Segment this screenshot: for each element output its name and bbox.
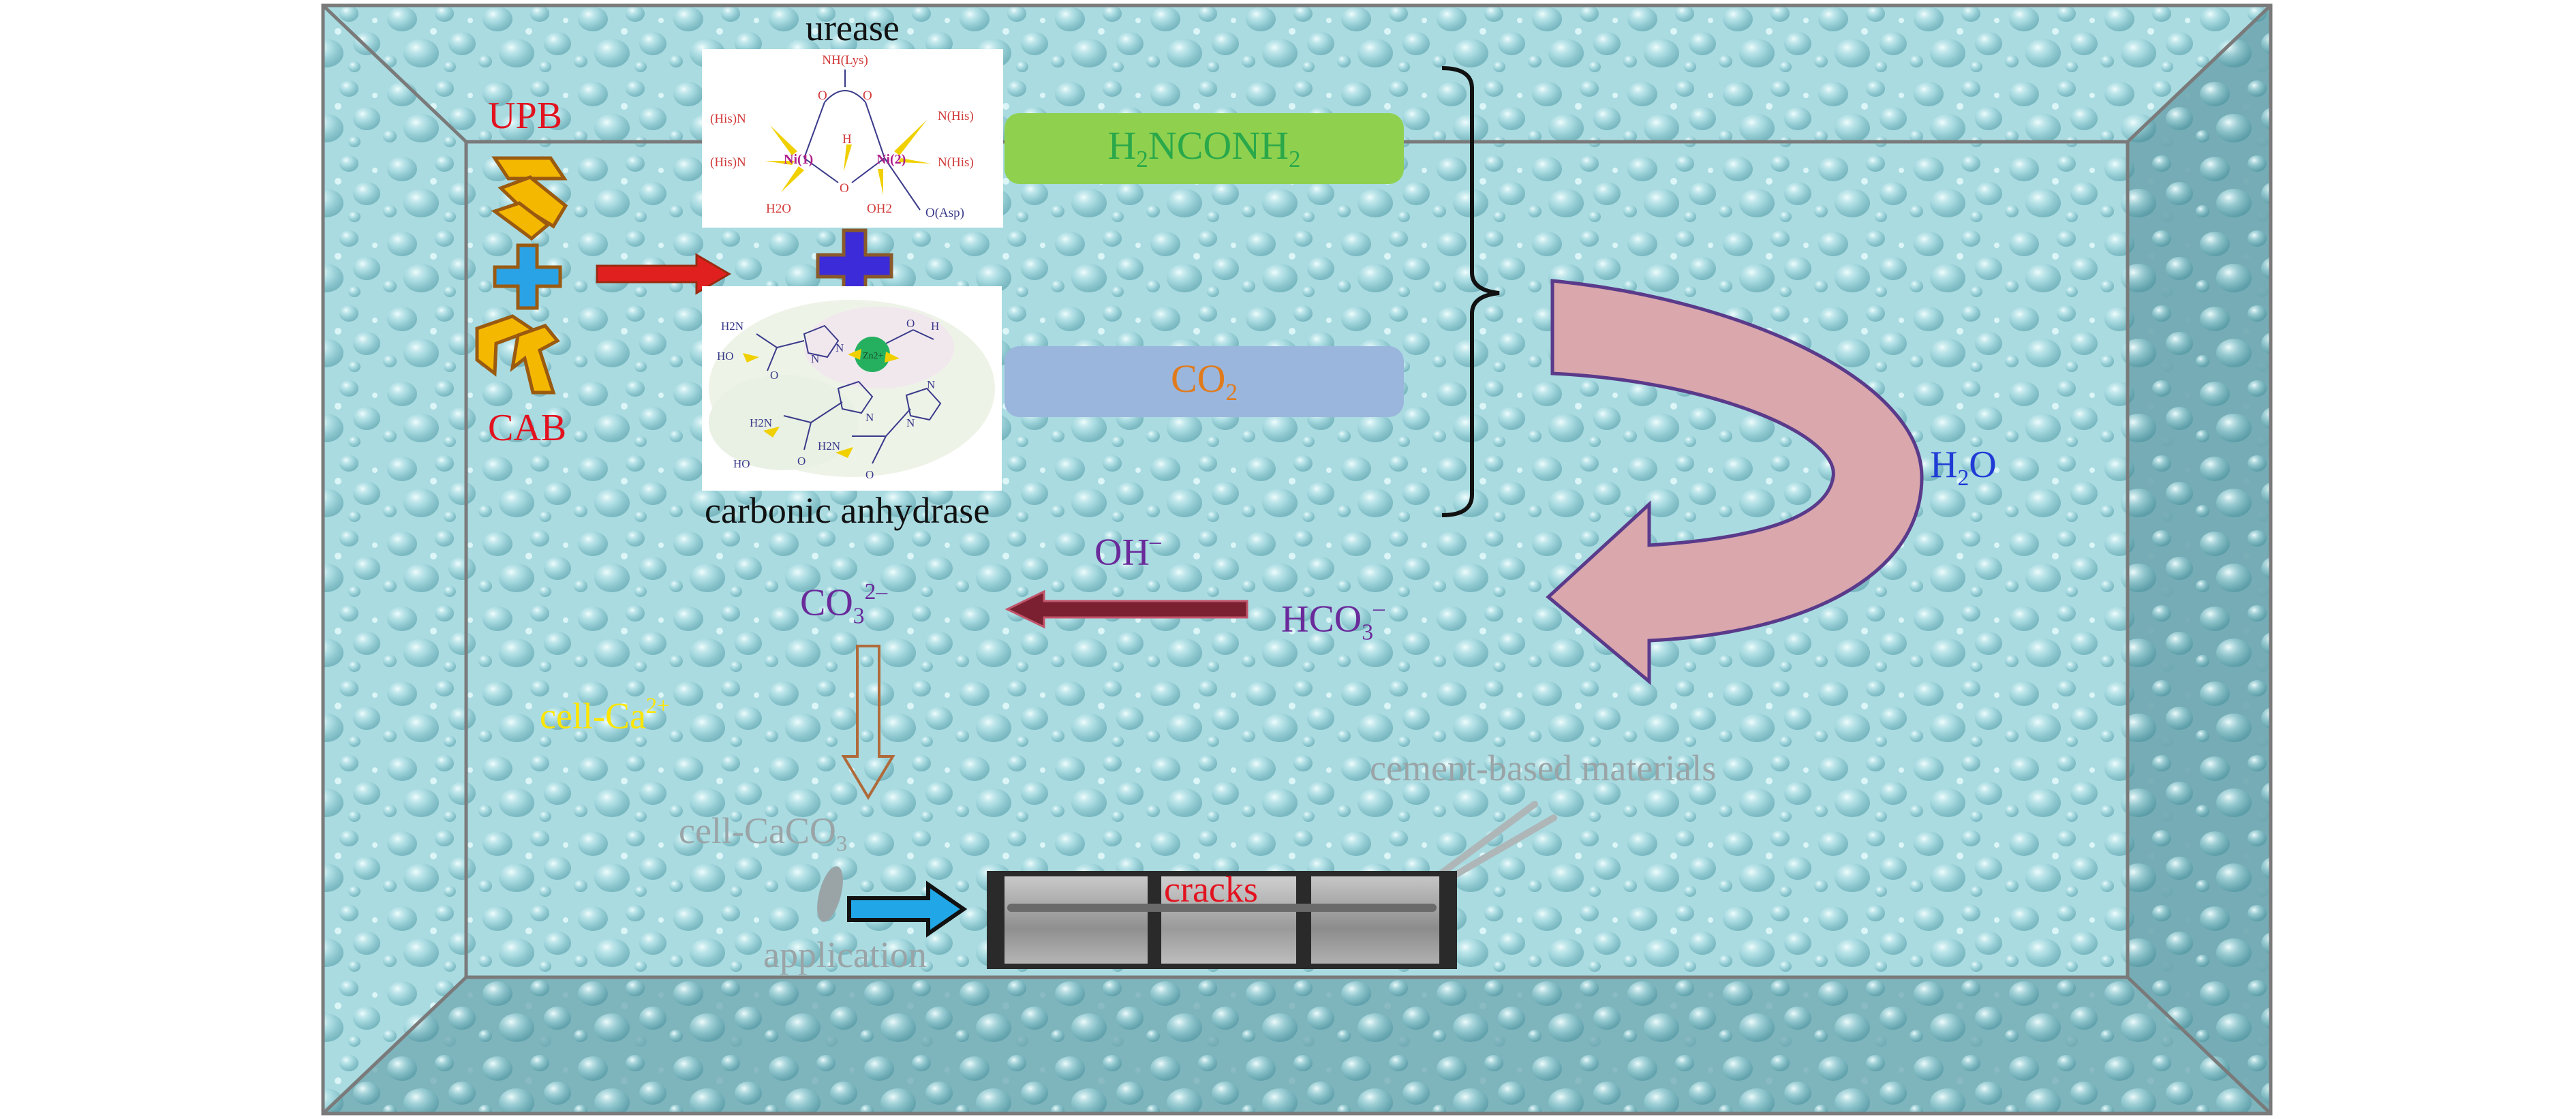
svg-text:H: H [842, 132, 852, 147]
plus-icon [493, 243, 562, 310]
svg-text:NH(Lys): NH(Lys) [822, 53, 868, 67]
svg-text:(His)N: (His)N [710, 155, 746, 170]
svg-text:O: O [770, 369, 778, 382]
svg-text:H: H [931, 320, 939, 333]
upb-bacteria-icon [491, 156, 568, 241]
right-brace [1441, 66, 1500, 517]
specimen-block-3 [1311, 876, 1439, 964]
carbonic-anhydrase-structure-panel: H2N H2N H2N HO HO O O O N N N N N O H Zn… [702, 286, 1002, 491]
co2-box: CO2 [1005, 346, 1404, 417]
cab-label: CAB [488, 407, 567, 449]
svg-text:HO: HO [733, 457, 750, 470]
urease-active-site-diagram: NH(Lys) (His)N (His)N N(His) N(His) O O … [710, 53, 974, 220]
urease-label: urease [806, 7, 900, 48]
cement-label: cement-based materials [1370, 748, 1717, 788]
svg-text:N: N [865, 411, 874, 424]
svg-text:(His)N: (His)N [710, 112, 746, 126]
svg-text:H2N: H2N [750, 416, 772, 429]
ca-active-site-diagram: H2N H2N H2N HO HO O O O N N N N N O H Zn… [709, 300, 995, 481]
svg-text:N: N [835, 341, 844, 354]
zinc-ion-icon [855, 337, 890, 372]
svg-text:O: O [797, 455, 806, 467]
cell-caco3-label: cell-CaCO3 [679, 810, 848, 857]
cement-specimen-photo [987, 871, 1457, 969]
svg-text:H2N: H2N [721, 320, 743, 333]
svg-text:Ni(2): Ni(2) [876, 152, 906, 167]
urease-structure-panel: NH(Lys) (His)N (His)N N(His) N(His) O O … [702, 49, 1003, 228]
specimen-block-2 [1161, 876, 1296, 964]
down-arrow [841, 645, 895, 800]
svg-text:N: N [811, 352, 819, 365]
svg-text:H2N: H2N [818, 440, 840, 453]
co2-label: CO2 [1171, 356, 1238, 405]
svg-text:N: N [927, 378, 935, 391]
svg-text:Ni(1): Ni(1) [784, 152, 813, 167]
cell-caco3-capsule [817, 866, 843, 922]
svg-text:O(Asp): O(Asp) [925, 206, 964, 220]
curved-arrow [1546, 279, 1924, 686]
oh-label: OH– [1094, 529, 1161, 574]
cyan-arrow [847, 880, 968, 938]
red-arrow [596, 253, 731, 295]
svg-text:Zn2+: Zn2+ [863, 351, 884, 361]
application-label: application [763, 934, 927, 975]
svg-text:O: O [863, 89, 872, 103]
maroon-arrow [1005, 589, 1248, 629]
upb-label: UPB [488, 95, 562, 137]
cell-ca-label: cell-Ca2+ [540, 694, 670, 737]
cracks-label: cracks [1164, 869, 1258, 910]
svg-text:O: O [840, 181, 849, 196]
svg-text:N(His): N(His) [938, 109, 974, 123]
hco3-label: HCO3– [1281, 596, 1385, 645]
svg-text:HO: HO [717, 350, 734, 363]
carbonic-anhydrase-label: carbonic anhydrase [705, 490, 990, 531]
urea-label: H2NCONH2 [1107, 123, 1301, 172]
svg-text:OH2: OH2 [867, 202, 892, 216]
svg-text:H2O: H2O [766, 202, 791, 216]
urea-box: H2NCONH2 [1005, 113, 1404, 184]
svg-text:N: N [906, 416, 915, 429]
svg-text:O: O [818, 89, 827, 103]
co3-label: CO32– [800, 579, 888, 629]
specimen-block-1 [1005, 876, 1148, 964]
svg-text:O: O [906, 317, 915, 330]
svg-text:O: O [865, 468, 874, 481]
svg-text:N(His): N(His) [938, 155, 974, 170]
h2o-label: H2O [1930, 444, 1997, 491]
crack-line [1007, 904, 1437, 912]
cab-bacteria-icon [475, 314, 560, 395]
